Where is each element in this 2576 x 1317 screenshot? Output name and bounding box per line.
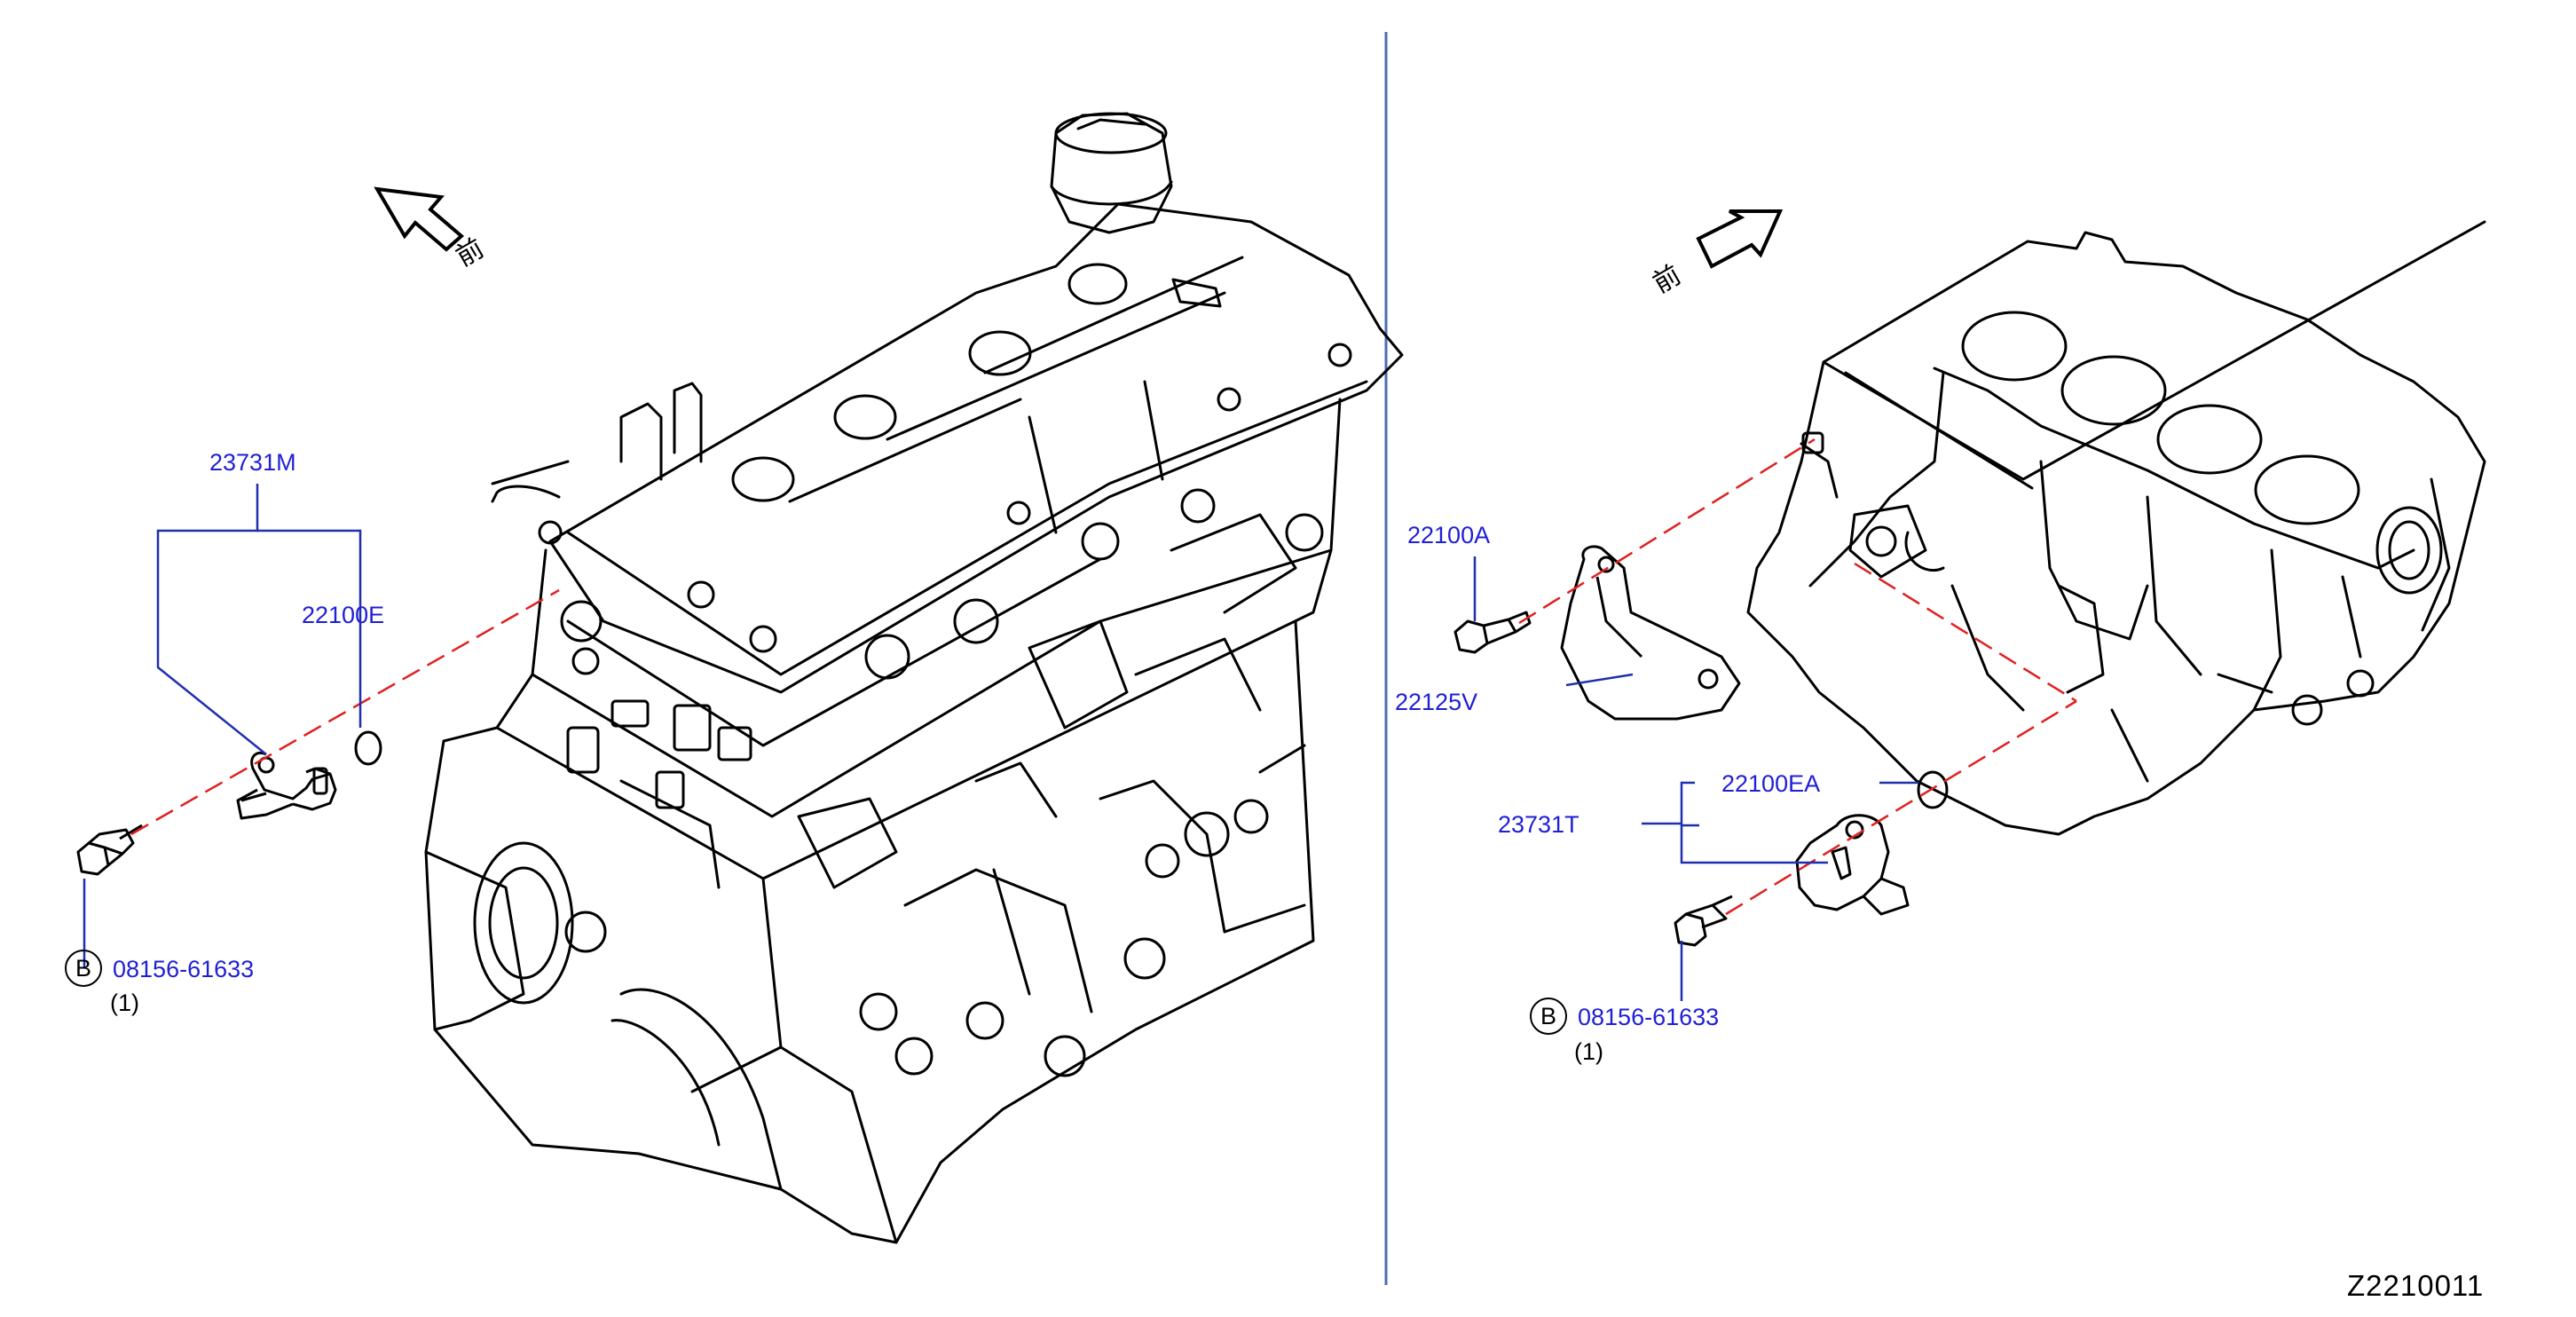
bolt-top-right — [1453, 611, 1532, 654]
axis-dash-right-mid — [1854, 562, 2077, 703]
engine-assembly — [424, 112, 1404, 1244]
front-arrow-icon-left — [374, 186, 465, 252]
axis-dash-left — [130, 588, 560, 836]
bolt-ref-circle-right: B — [1530, 998, 1567, 1035]
bolt-ref-circle-left: B — [65, 950, 102, 987]
cam-position-sensor-right — [1795, 814, 1910, 916]
cam-position-sensor-left — [236, 751, 337, 820]
bolt-bottom-right — [1674, 895, 1733, 947]
axis-dash-right-upper — [1518, 438, 1816, 625]
quantity-right: (1) — [1574, 1038, 1603, 1065]
figure-id: Z2210011 — [2347, 1269, 2485, 1302]
leaders-left — [83, 484, 362, 967]
leaders-right — [1473, 556, 1918, 1001]
quantity-left: (1) — [110, 990, 139, 1016]
axis-dash-right-lower — [1725, 699, 2077, 916]
callout-22125V[interactable]: 22125V — [1395, 689, 1478, 715]
callout-22100EA[interactable]: 22100EA — [1721, 770, 1821, 797]
bolt-left — [76, 824, 143, 876]
callout-22100A[interactable]: 22100A — [1407, 522, 1491, 548]
callout-08156-61633-left[interactable]: 08156-61633 — [113, 956, 255, 982]
o-ring-right — [1917, 770, 1949, 809]
o-ring-left — [354, 730, 382, 766]
front-arrow-icon-right — [1696, 209, 1784, 269]
callout-23731M[interactable]: 23731M — [209, 449, 296, 476]
cylinder-block — [1746, 220, 2486, 836]
sensor-bracket-right — [1560, 545, 1741, 721]
callout-08156-61633-right[interactable]: 08156-61633 — [1578, 1004, 1720, 1030]
callout-22100E[interactable]: 22100E — [302, 602, 385, 628]
callout-23731T[interactable]: 23731T — [1498, 811, 1579, 838]
